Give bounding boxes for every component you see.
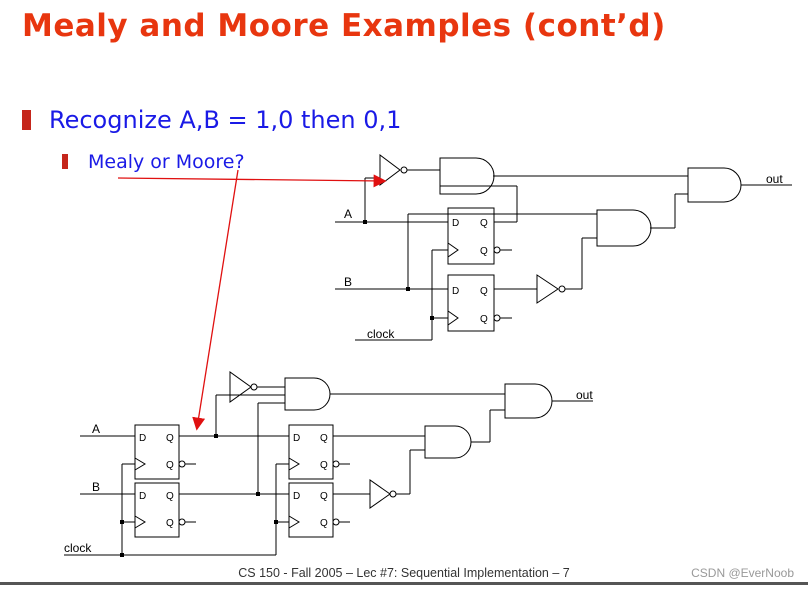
- and-gate-out: [504, 383, 553, 419]
- input-a-label: A: [92, 422, 100, 436]
- and-gate: [596, 209, 652, 247]
- inverter-top: [379, 154, 408, 186]
- ff-d-label: D: [293, 433, 300, 444]
- ff-d-label: D: [293, 491, 300, 502]
- flip-flop: [447, 207, 495, 265]
- input-b-label: B: [92, 480, 100, 494]
- flip-flop: [447, 274, 495, 332]
- ff-d-label: D: [139, 491, 146, 502]
- ff-qbar-label: Q: [480, 314, 488, 325]
- bullet-level1-text: Recognize A,B = 1,0 then 0,1: [49, 106, 402, 134]
- flip-flop: [134, 424, 180, 480]
- input-b-label: B: [344, 275, 352, 289]
- and-gate: [284, 377, 331, 411]
- ff-q-label: Q: [166, 433, 174, 444]
- out-label: out: [576, 388, 593, 402]
- ff-q-label: Q: [166, 491, 174, 502]
- ff-d-label: D: [452, 286, 459, 297]
- bullet-marker: [62, 154, 68, 169]
- bullet-level2-text: Mealy or Moore?: [88, 151, 245, 173]
- flip-flop: [288, 424, 334, 480]
- bullet-level1: Recognize A,B = 1,0 then 0,1: [22, 106, 401, 134]
- ff-qbar-label: Q: [166, 460, 174, 471]
- clock-label: clock: [367, 327, 395, 341]
- flip-flop: [134, 482, 180, 538]
- inverter-bottom: [536, 274, 559, 304]
- and-gate: [424, 425, 472, 459]
- bottom-rule: [0, 582, 808, 585]
- ff-qbar-label: Q: [320, 518, 328, 529]
- ff-qbar-label: Q: [166, 518, 174, 529]
- ff-q-label: Q: [320, 491, 328, 502]
- bottom-circuit: [64, 371, 593, 556]
- bullet-level2: Mealy or Moore?: [62, 151, 245, 173]
- inverter: [369, 479, 391, 509]
- ff-qbar-label: Q: [480, 246, 488, 257]
- clock-label: clock: [64, 541, 92, 555]
- flip-flop: [288, 482, 334, 538]
- annotation-arrows: [117, 169, 387, 431]
- top-circuit: [335, 154, 792, 341]
- bullet-marker: [22, 110, 31, 130]
- ff-d-label: D: [139, 433, 146, 444]
- ff-d-label: D: [452, 218, 459, 229]
- slide-title: Mealy and Moore Examples (cont’d): [22, 8, 666, 44]
- ff-q-label: Q: [480, 218, 488, 229]
- out-label: out: [766, 172, 783, 186]
- inverter: [229, 371, 252, 403]
- and-gate: [439, 157, 495, 195]
- ff-q-label: Q: [480, 286, 488, 297]
- ff-qbar-label: Q: [320, 460, 328, 471]
- and-gate-out: [687, 167, 742, 203]
- watermark: CSDN @EverNoob: [691, 566, 794, 580]
- slide-footer: CS 150 - Fall 2005 – Lec #7: Sequential …: [238, 566, 570, 580]
- input-a-label: A: [344, 207, 352, 221]
- ff-q-label: Q: [320, 433, 328, 444]
